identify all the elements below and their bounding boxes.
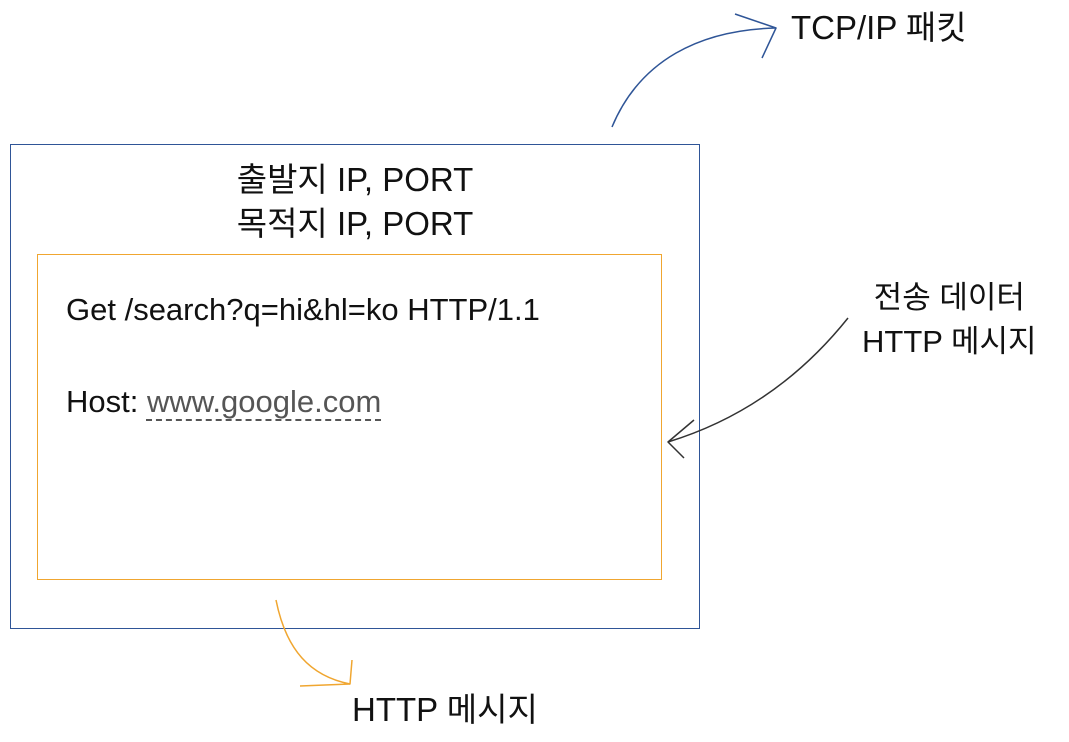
- http-message-arrowhead: [299, 659, 353, 687]
- http-request-line: Get /search?q=hi&hl=ko HTTP/1.1: [66, 292, 540, 327]
- tcp-ip-packet-box: [10, 144, 700, 629]
- data-annotation-label: 전송 데이터 HTTP 메시지: [862, 276, 1037, 364]
- http-message-box: [37, 254, 662, 580]
- source-address-line: 출발지 IP, PORT: [236, 161, 474, 198]
- data-annotation-arrow: [667, 317, 849, 443]
- tcp-ip-arrow: [611, 27, 776, 128]
- tcp-ip-packet-label: TCP/IP 패킷: [791, 9, 967, 46]
- destination-address-line: 목적지 IP, PORT: [236, 205, 474, 242]
- host-link[interactable]: www.google.com: [146, 384, 382, 419]
- http-message-arrow: [275, 599, 351, 685]
- data-annotation-line2: HTTP 메시지: [862, 324, 1037, 359]
- data-annotation-arrowhead: [667, 419, 695, 459]
- host-label: Host:: [66, 384, 147, 419]
- host-header-line: Host: www.google.com: [66, 384, 381, 420]
- data-annotation-line1: 전송 데이터: [873, 280, 1025, 315]
- tcp-ip-arrowhead: [734, 13, 777, 59]
- http-message-bottom-label: HTTP 메시지: [352, 691, 538, 728]
